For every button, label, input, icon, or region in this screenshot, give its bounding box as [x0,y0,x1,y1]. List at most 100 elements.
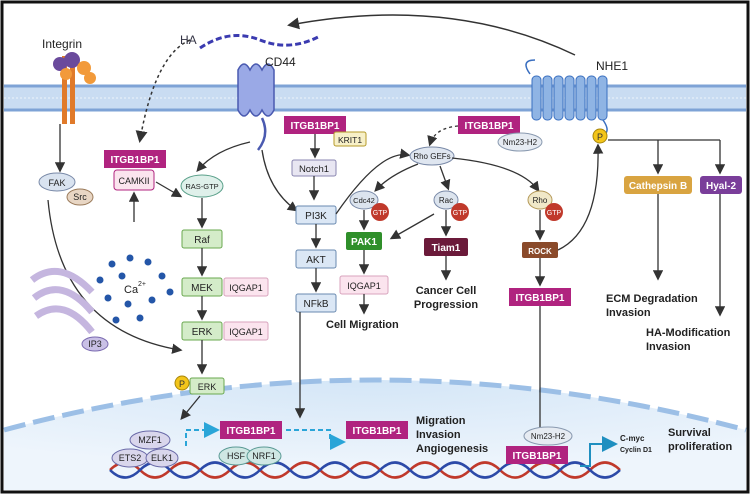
ecm-text-1: ECM Degradation [606,293,698,305]
ecm-text-2: Invasion [606,307,651,319]
nhe1-p-label: P [597,132,603,142]
calcium-ions [96,254,174,324]
nfkb-label: NFkB [304,299,329,310]
hamod-text-1: HA-Modification [646,327,731,339]
integrin-label: Integrin [42,37,82,51]
ip3-node [81,336,109,352]
survival-text-2: proliferation [668,441,732,453]
erk-nuclear-label: ERK [198,382,217,392]
mzf1-node [129,430,171,450]
cathepsin-b-box [624,176,692,194]
nm23-upper-label: Nm23-H2 [503,138,538,147]
ras-gtp-label: RAS-GTP [185,182,218,191]
cd44-label: CD44 [265,55,296,69]
rho-node [527,190,553,210]
fak-node [38,172,76,192]
nm23-node-nuclear [523,426,573,446]
ets2-label: ETS2 [119,453,142,463]
migration-text-1: Migration [416,415,466,427]
elk1-node [145,448,179,468]
erk-label: ERK [192,327,213,338]
itgb1bp1-box-outcome [346,421,408,439]
akt-label: AKT [306,255,325,266]
notch1-label: Notch1 [299,164,329,175]
migration-text-2: Invasion [416,429,461,441]
survival-text-1: Survival [668,427,711,439]
nm23-node-upper [497,132,543,152]
nhe1-phospho [592,128,608,144]
pak1-box [346,232,382,250]
gtp-rho [545,203,563,221]
iqgap1-center-label: IQGAP1 [347,281,381,291]
hsf-label: HSF [227,451,246,461]
erk-p-label: P [179,379,185,389]
ras-gtp-node [180,174,224,198]
cancer-progression-text-2: Progression [414,299,478,311]
rho-gefs-label: Rho GEFs [413,152,450,161]
hyal2-box [700,176,742,194]
krit1-box [333,131,367,147]
arrow-itgb1bp1-to-outcome [286,429,346,450]
cyclin-d1-label: Cyclin D1 [620,447,652,454]
camkii-label: CAMKII [118,176,149,186]
itgb1bp1-box-upper [458,116,520,134]
gtp-cdc42 [371,203,389,221]
cancer-progression-text-1: Cancer Cell [416,285,477,297]
cdc42-node [349,190,379,210]
dna-helix [109,461,621,479]
ca-label: Ca [124,284,139,296]
hamod-text-2: Invasion [646,341,691,353]
tiam1-box [424,238,468,256]
elk1-label: ELK1 [151,453,173,463]
nhe1-transporter [525,59,608,135]
integrin-receptor [53,52,96,124]
hyal2-label: Hyal-2 [706,181,736,192]
src-label: Src [73,192,87,202]
erk-nuclear-box [189,377,225,395]
mek-label: MEK [191,283,213,294]
cell-migration-text: Cell Migration [326,319,399,331]
nm23-nuclear-label: Nm23-H2 [531,432,566,441]
arrow-rac-to-pak1 [389,213,435,240]
itgb1bp1-box-nuclear-right [506,446,568,464]
itgb1bp1-outcome-label: ITGB1BP1 [353,426,402,437]
arrow-camkii-to-raf [155,181,183,198]
rac-node [433,190,459,210]
nrf1-node [246,446,282,466]
ha-chain [199,34,321,50]
pak1-label: PAK1 [351,237,377,248]
iqgap1-erk-label: IQGAP1 [229,327,263,337]
itgb1bp1-upper-label: ITGB1BP1 [465,121,514,132]
cdc42-label: Cdc42 [353,196,375,205]
endoplasmic-reticulum [29,268,95,335]
mzf1-label: MZF1 [138,435,162,445]
itgb1bp1-box-center [284,116,346,134]
cd44-receptor [237,63,275,151]
erk-phospho [174,375,190,391]
iqgap1-erk-box [223,321,269,341]
ip3-label: IP3 [88,339,102,349]
pi3k-label: PI3K [305,211,327,222]
cathepsin-b-label: Cathepsin B [629,181,687,192]
nhe1-label: NHE1 [596,59,628,73]
arrow-cd44-to-ras [196,141,251,172]
itgb1bp1-nuclear-label: ITGB1BP1 [227,426,276,437]
gtp-rho-label: GTP [547,210,562,217]
iqgap1-mek-label: IQGAP1 [229,283,263,293]
itgb1bp1-right-label: ITGB1BP1 [516,293,565,304]
arrow-cd44-to-pi3k [261,149,299,212]
gtp-rac [451,203,469,221]
gtp-cdc42-label: GTP [373,210,388,217]
arrow-gefs-to-rho [451,157,540,193]
rock-box [522,242,558,258]
krit1-label: KRIT1 [338,135,362,145]
arrow-gefs-to-rac [439,165,451,191]
arrow-pi3k-to-rhogefs [335,148,411,215]
arrow-erk-to-tf [180,395,201,421]
arrow-rock-to-nhe1 [557,143,604,251]
arrow-nhe1-to-ha [287,14,576,56]
arrow-to-cmyc [580,436,618,467]
iqgap1-mek-box [223,277,269,297]
